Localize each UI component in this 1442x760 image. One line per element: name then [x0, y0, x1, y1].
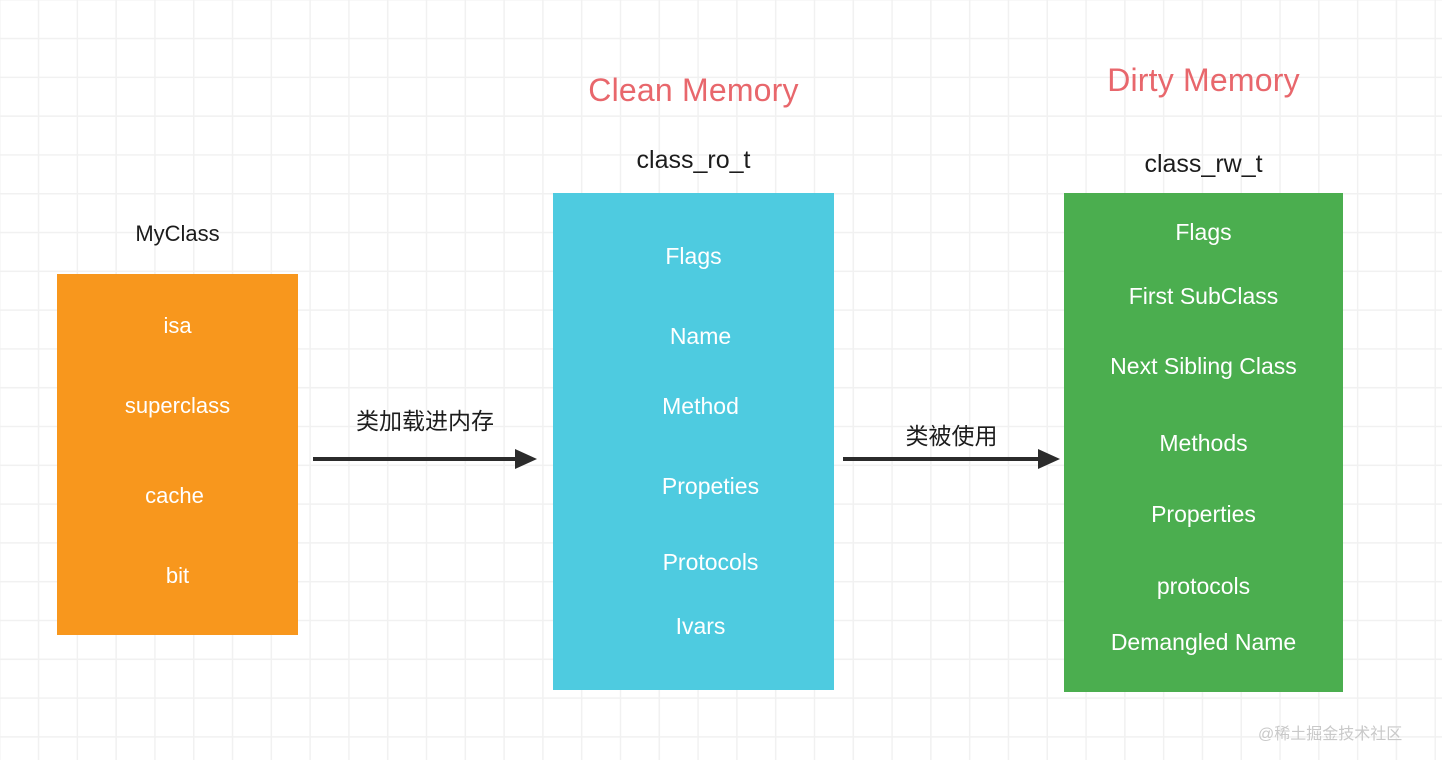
arrow-load-shaft — [313, 457, 518, 461]
class-rw-field-next-sibling-class: Next Sibling Class — [1110, 353, 1297, 379]
class-rw-field-demangled-name: Demangled Name — [1110, 629, 1297, 655]
class-rw-field-first-subclass: First SubClass — [1128, 283, 1279, 309]
class-rw-t-box: Flags First SubClass Next Sibling Class … — [1064, 193, 1343, 692]
dirty-memory-title: Dirty Memory — [1107, 62, 1300, 98]
class-ro-field-protocols: Protocols — [662, 549, 759, 575]
class-ro-field-method: Method — [662, 393, 739, 419]
arrow-use-label: 类被使用 — [905, 423, 998, 449]
myclass-field-superclass: superclass — [124, 393, 231, 418]
class-ro-field-flags: Flags — [665, 243, 722, 269]
class-ro-t-label: class_ro_t — [636, 146, 751, 174]
class-ro-field-propeties: Propeties — [661, 473, 760, 499]
myclass-field-bit: bit — [165, 563, 190, 588]
class-rw-field-protocols: protocols — [1156, 573, 1251, 599]
myclass-field-isa: isa — [163, 313, 192, 338]
class-ro-field-name: Name — [669, 323, 732, 349]
arrow-load-label: 类加载进内存 — [356, 408, 494, 434]
class-rw-field-properties: Properties — [1151, 501, 1256, 527]
arrow-use-shaft — [843, 457, 1041, 461]
arrow-use — [843, 449, 1060, 469]
class-ro-t-box: Flags Name Method Propeties Protocols Iv… — [553, 193, 834, 690]
class-rw-field-methods: Methods — [1159, 430, 1248, 456]
myclass-box: isa superclass cache bit — [57, 274, 298, 635]
class-rw-t-label: class_rw_t — [1144, 150, 1263, 178]
class-ro-field-ivars: Ivars — [675, 613, 726, 639]
class-rw-field-flags: Flags — [1175, 219, 1232, 245]
arrow-load — [313, 449, 537, 469]
watermark: @稀土掘金技术社区 — [1258, 726, 1403, 743]
arrow-load-head — [515, 449, 537, 469]
myclass-caption: MyClass — [135, 221, 220, 246]
myclass-field-cache: cache — [145, 483, 204, 508]
clean-memory-title: Clean Memory — [588, 72, 799, 108]
arrow-use-head — [1038, 449, 1060, 469]
